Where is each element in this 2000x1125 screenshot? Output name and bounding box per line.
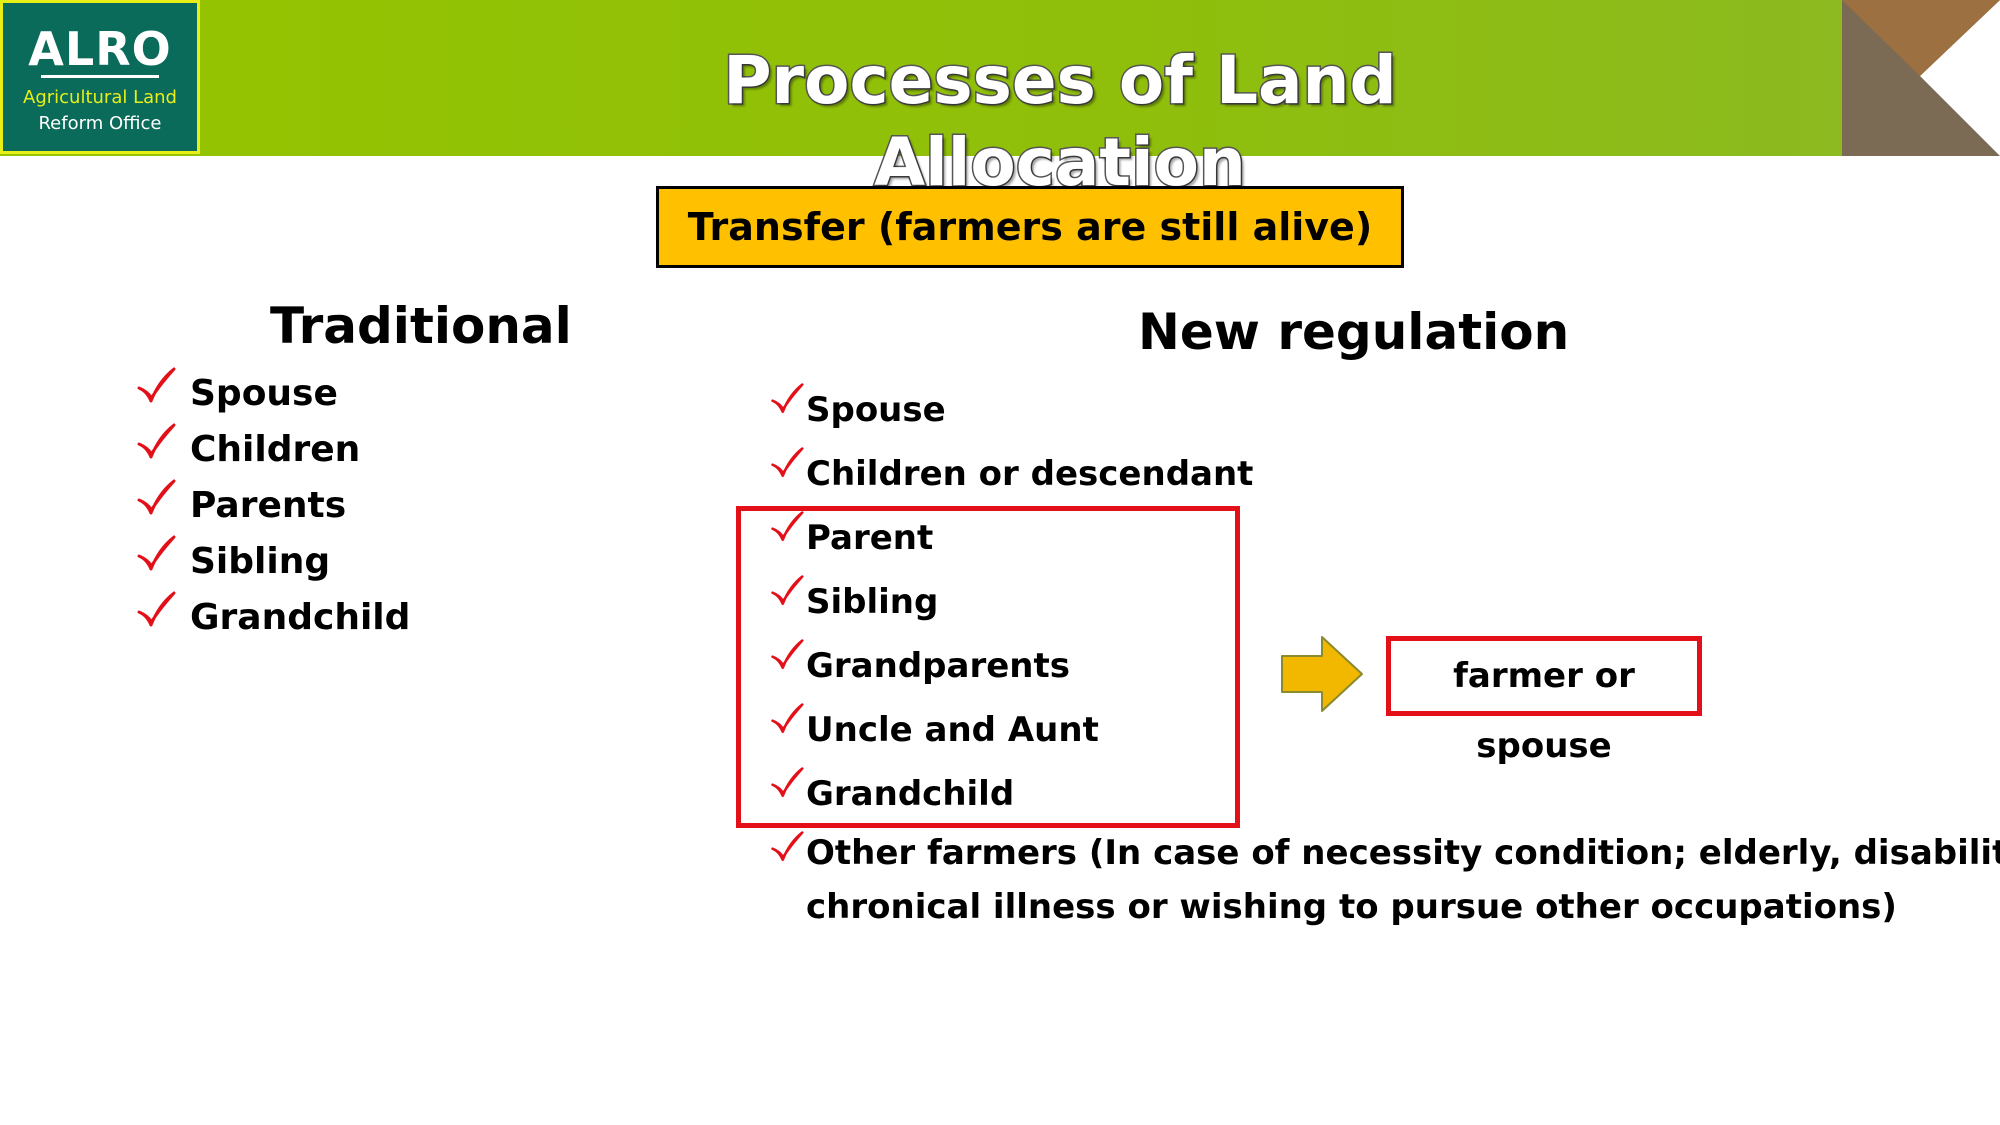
list-item: Children (136, 422, 410, 478)
check-mark-icon (770, 574, 804, 608)
list-item: Sibling (770, 570, 2000, 634)
check-mark-icon (136, 590, 176, 630)
result-box: farmer or spouse (1386, 636, 1702, 766)
traditional-heading: Traditional (270, 297, 572, 355)
check-mark-icon (136, 478, 176, 518)
check-mark-icon (770, 766, 804, 800)
page-title: Processes of Land Allocation (722, 41, 1399, 203)
list-item: Parent (770, 506, 2000, 570)
new-regulation-list: Spouse Children or descendant Parent Sib… (770, 378, 2000, 934)
alro-logo: ALRO Agricultural Land Reform Office (0, 0, 200, 154)
list-item: Grandchild (136, 590, 410, 646)
check-mark-icon (136, 422, 176, 462)
list-item-label: Parents (190, 485, 347, 526)
other-line1: Other farmers (In case of necessity cond… (806, 833, 2000, 873)
other-line2: chronical illness or wishing to pursue o… (806, 887, 1897, 927)
list-item-label: Children (190, 429, 361, 470)
list-item: Children or descendant (770, 442, 2000, 506)
list-item-other: Other farmers (In case of necessity cond… (770, 826, 2000, 934)
check-mark-icon (770, 510, 804, 544)
list-item-label: Children or descendant (806, 454, 1254, 494)
check-mark-icon (770, 830, 804, 864)
header-band (0, 0, 1842, 156)
logo-underline (41, 75, 159, 78)
new-regulation-heading: New regulation (1138, 303, 1570, 361)
list-item-label: Spouse (806, 390, 946, 430)
list-item-label: Grandchild (190, 597, 411, 638)
logo-line2: Reform Office (38, 113, 162, 134)
list-item-label: Sibling (806, 582, 939, 622)
list-item: Parents (136, 478, 410, 534)
list-item-label: Grandchild (806, 774, 1015, 814)
check-mark-icon (136, 366, 176, 406)
list-item-label: Spouse (190, 373, 338, 414)
check-mark-icon (770, 702, 804, 736)
check-mark-icon (770, 638, 804, 672)
right-arrow-icon (1281, 636, 1363, 712)
logo-abbr: ALRO (28, 22, 172, 76)
check-mark-icon (136, 534, 176, 574)
list-item: Uncle and Aunt (770, 698, 2000, 762)
subtitle-box: Transfer (farmers are still alive) (656, 186, 1404, 268)
check-mark-icon (770, 382, 804, 416)
list-item-label: Uncle and Aunt (806, 710, 1099, 750)
traditional-list: Spouse Children Parents Sibling Grandchi… (136, 366, 410, 646)
list-item: Grandparents (770, 634, 2000, 698)
list-item: Spouse (136, 366, 410, 422)
list-item: Spouse (770, 378, 2000, 442)
corner-decoration (1842, 0, 2000, 156)
list-item-label: Grandparents (806, 646, 1070, 686)
list-item: Grandchild (770, 762, 2000, 826)
highlight-box (736, 506, 1240, 828)
list-item-label: Sibling (190, 541, 331, 582)
list-item: Sibling (136, 534, 410, 590)
check-mark-icon (770, 446, 804, 480)
list-item-label: Parent (806, 518, 934, 558)
logo-line1: Agricultural Land (23, 87, 177, 108)
